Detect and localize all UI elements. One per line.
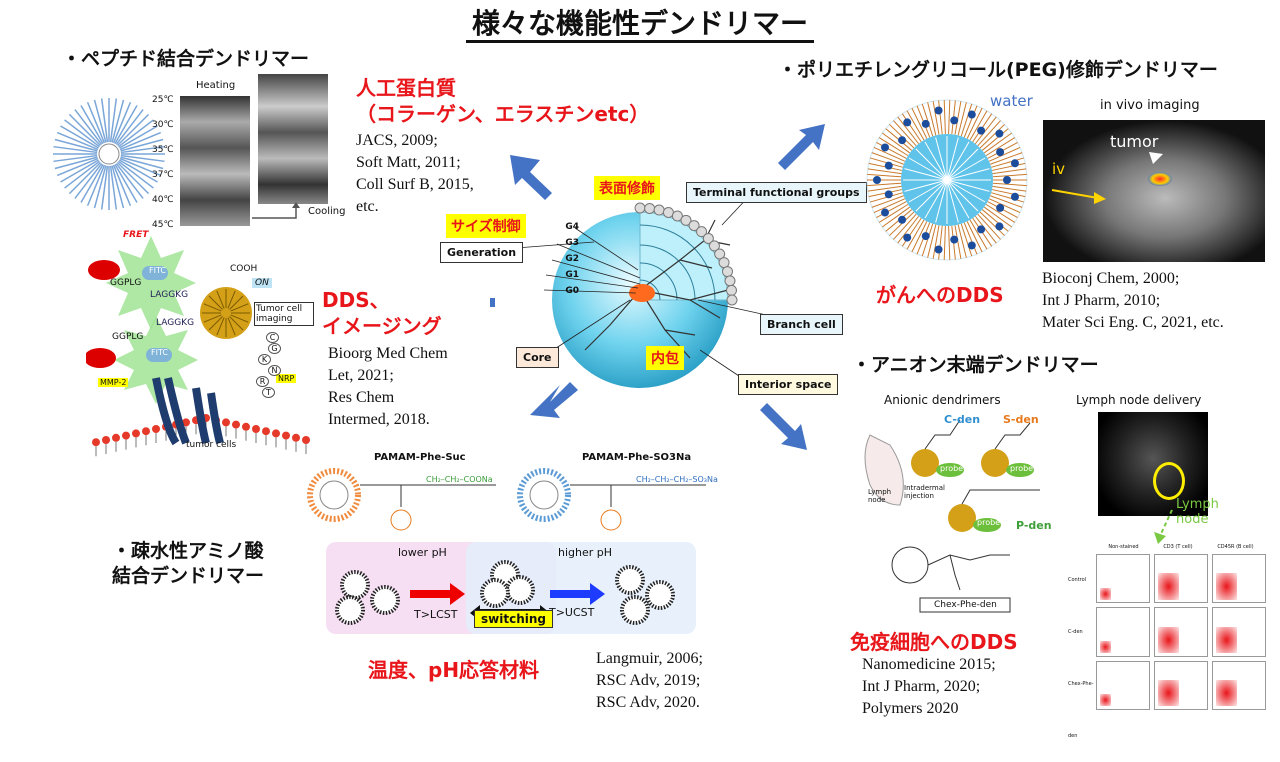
cooh-label: COOH — [230, 264, 258, 274]
branch-cell-label: Branch cell — [760, 314, 843, 335]
interior-space-label: Interior space — [738, 374, 839, 395]
peg-dendrimer-image — [866, 99, 1028, 261]
hydrophobic-heading-line1: ・疎水性アミノ酸 — [112, 540, 264, 562]
nrp-label: NRP — [276, 374, 297, 383]
cooling-arrow — [252, 202, 300, 219]
in-vivo-mouse-photo — [1043, 120, 1265, 262]
pamam-so3na-label: PAMAM-Phe-SO3Na — [582, 452, 692, 463]
hydrophobic-red-label: 温度、pH応答材料 — [368, 658, 540, 682]
svg-text:CH₂–CH₂–COONa: CH₂–CH₂–COONa — [426, 475, 493, 484]
arrow-left — [490, 298, 495, 307]
peptide-red-line2: （コラーゲン、エラスチンetc） — [356, 102, 650, 126]
size-control-label: サイズ制御 — [446, 214, 526, 238]
peg-heading: ・ポリエチレングリコール(PEG)修飾デンドリマー — [778, 59, 1218, 81]
probe-label-3: probe — [977, 518, 1001, 527]
peptide-references: JACS, 2009;Soft Matt, 2011;Coll Surf B, … — [356, 132, 474, 215]
lymph-node-photo — [1098, 412, 1208, 516]
intradermal-label: Intradermal injection — [904, 484, 945, 500]
heating-photo — [180, 96, 250, 226]
tumor-arrow-icon — [1149, 152, 1163, 164]
arrow-up-left — [510, 155, 552, 200]
anionic-dendrimers-label: Anionic dendrimers — [884, 393, 1001, 407]
cooling-label: Cooling — [308, 206, 346, 217]
dds-imaging-illustration — [86, 236, 310, 457]
dds-red-line2: イメージング — [322, 314, 442, 338]
tumor-label: tumor — [1110, 132, 1159, 151]
s-den-label: S-den — [1003, 413, 1039, 426]
mmp2-label: MMP-2 — [98, 378, 129, 387]
hydrophobic-references: Langmuir, 2006;RSC Adv, 2019;RSC Adv, 20… — [596, 650, 703, 711]
tumor-cells-label: tumor cells — [186, 440, 237, 450]
laggkg-label-1: LAGGKG — [150, 290, 189, 300]
anion-references: Nanomedicine 2015;Int J Pharm, 2020;Poly… — [862, 656, 996, 717]
heating-label: Heating — [196, 80, 236, 91]
switching-label: switching — [474, 610, 553, 628]
svg-text:CH₂–CH₂–CH₂–SO₃Na: CH₂–CH₂–CH₂–SO₃Na — [636, 475, 718, 484]
lymph-delivery-label: Lymph node delivery — [1076, 393, 1202, 407]
lymph-arrow-icon — [1154, 509, 1173, 544]
fitc-label-1: FITC — [149, 266, 166, 275]
peg-references: Bioconj Chem, 2000;Int J Pharm, 2010;Mat… — [1042, 270, 1224, 331]
surface-modification-label: 表面修飾 — [594, 176, 660, 200]
in-vivo-imaging-label: in vivo imaging — [1100, 98, 1200, 113]
lymph-node-circle — [1153, 462, 1185, 500]
c-den-label: C-den — [944, 413, 981, 426]
hydrophobic-heading-line2: 結合デンドリマー — [112, 565, 265, 587]
encapsulation-label: 内包 — [646, 346, 684, 370]
arrow-down-right — [760, 403, 807, 450]
anionic-dendrimer-structures — [864, 419, 1040, 613]
peptide-red-line1: 人工蛋白質 — [356, 76, 456, 100]
anion-red-label: 免疫細胞へのDDS — [850, 630, 1018, 654]
on-label: ON — [252, 278, 272, 288]
tumor-cell-imaging-label: Tumor cell imaging — [254, 302, 314, 326]
dendrimer-structure-diagram — [490, 155, 781, 418]
lower-ph-label: lower pH — [398, 546, 447, 559]
chex-label: Chex-Phe-den — [934, 600, 997, 610]
peg-red-label: がんへのDDS — [876, 283, 1004, 307]
arrow-down-left — [530, 382, 578, 418]
higher-ph-label: higher pH — [558, 546, 613, 559]
amino-acid-beads: C G K N R T — [252, 332, 282, 398]
peptide-heading: ・ペプチド結合デンドリマー — [62, 48, 310, 70]
generation-label: Generation — [440, 242, 524, 263]
anion-heading: ・アニオン末端デンドリマー — [852, 354, 1099, 376]
ggplg-label-1: GGPLG — [110, 278, 142, 288]
dds-red-line1: DDS、 — [322, 288, 390, 312]
laggkg-label-2: LAGGKG — [156, 318, 195, 328]
pamam-suc-label: PAMAM-Phe-Suc — [374, 452, 466, 463]
core-label: Core — [516, 347, 559, 368]
t-ucst-label: T>UCST — [549, 606, 595, 619]
probe-label-2: probe — [1010, 464, 1034, 473]
fret-label: FRET — [123, 230, 149, 240]
page-title: 様々な機能性デンドリマー — [0, 2, 1280, 43]
terminal-groups-label: Terminal functional groups — [686, 182, 867, 203]
pamam-structures: CH₂–CH₂–COONa CH₂–CH₂–CH₂–SO₃Na — [307, 468, 718, 531]
cooling-photo — [258, 74, 328, 204]
water-label: water — [990, 92, 1033, 110]
arrow-up-right — [778, 124, 825, 170]
peptide-dendrimer-image — [53, 98, 165, 210]
lymph-node-small-label: Lymph node — [868, 488, 892, 504]
p-den-label: P-den — [1016, 519, 1052, 532]
iv-arrow-icon — [1051, 189, 1106, 204]
probe-label-1: probe — [940, 464, 964, 473]
t-lcst-label: T>LCST — [414, 608, 458, 621]
fitc-label-2: FITC — [151, 348, 168, 357]
tumor-signal — [1148, 172, 1172, 186]
iv-label: iv — [1052, 160, 1066, 178]
ggplg-label-2: GGPLG — [112, 332, 144, 342]
